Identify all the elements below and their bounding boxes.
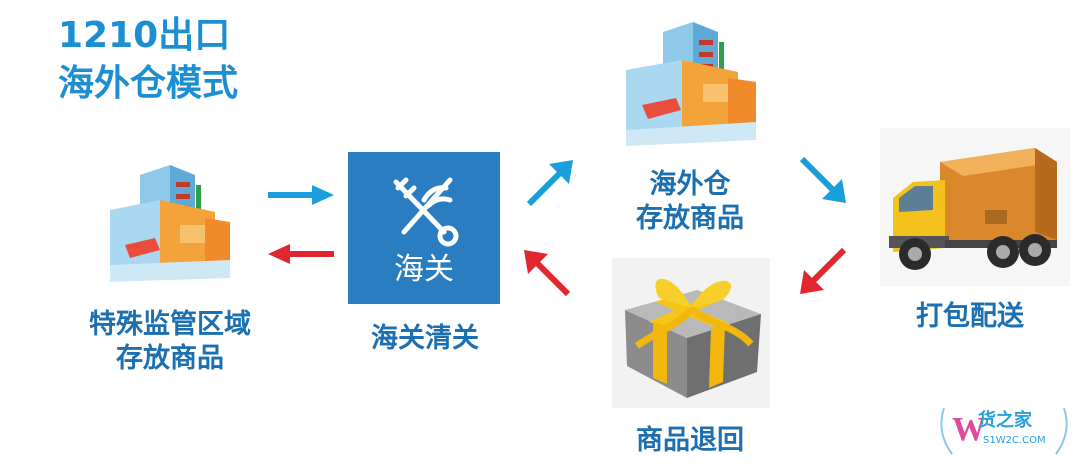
overseas-warehouse-line-1: 海外仓	[649, 169, 731, 200]
customs-icon-text: 海关	[394, 252, 454, 287]
customs-emblem-icon	[393, 177, 459, 247]
watermark-laurel-icon: W	[940, 407, 1068, 455]
special-zone-line-1: 特殊监管区域	[89, 309, 251, 340]
returns-label: 商品退回	[636, 425, 744, 456]
overseas-warehouse-line-2: 存放商品	[636, 203, 744, 234]
watermark-brand: 货之家	[978, 410, 1032, 431]
arrow-to-customs	[268, 185, 334, 205]
arrow-to-delivery	[799, 156, 846, 203]
overseas-warehouse-building-icon	[626, 22, 756, 146]
special-zone-label: 特殊监管区域 存放商品	[55, 308, 285, 376]
customs-icon-box: 海关	[348, 152, 500, 304]
returned-gift-icon	[625, 278, 761, 398]
special-zone-building-icon	[110, 165, 230, 282]
customs-label: 海关清关	[371, 323, 479, 354]
arrow-to-warehouse	[526, 160, 573, 207]
watermark-domain: S1W2C.COM	[983, 435, 1046, 446]
delivery-label: 打包配送	[916, 301, 1024, 332]
overseas-warehouse-label: 海外仓 存放商品	[595, 168, 785, 236]
title-line-2: 海外仓模式	[58, 63, 239, 104]
svg-text:W: W	[952, 411, 986, 448]
delivery-truck-icon	[889, 148, 1057, 270]
arrow-to-customs-return	[524, 250, 571, 297]
diagram-title: 1210出口 海外仓模式	[58, 12, 298, 108]
title-line-1: 1210出口	[58, 15, 231, 56]
arrow-to-special-zone	[268, 244, 334, 264]
arrow-to-returns	[800, 247, 847, 294]
special-zone-line-2: 存放商品	[116, 343, 224, 374]
